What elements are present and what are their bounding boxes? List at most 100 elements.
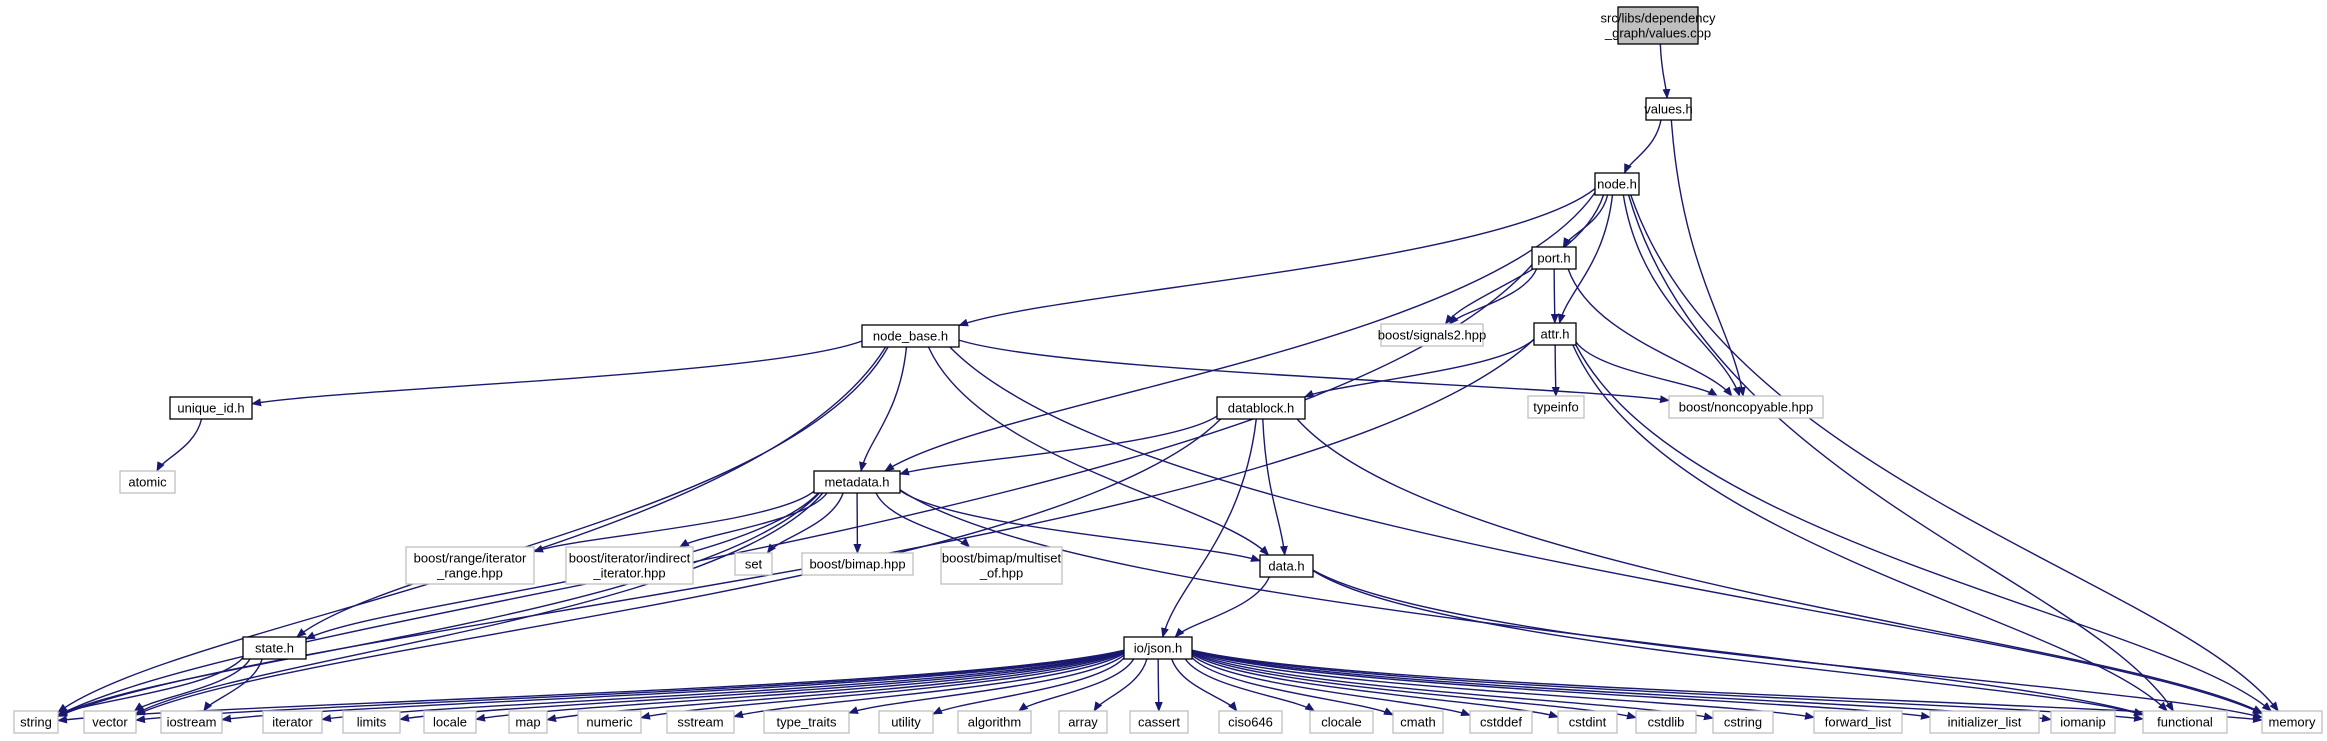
node-cstring: cstring: [1712, 710, 1774, 734]
edge-json_h-to-cmath: [1191, 657, 1394, 716]
edge-root-to-values_h: [1659, 43, 1671, 99]
edge-datablock_h-to-vector: [135, 418, 1222, 716]
edge-metadata_h-to-state_h: [305, 492, 819, 640]
edge-data_h-to-functional: [1312, 570, 2144, 717]
edge-json_h-to-vector: [135, 649, 1125, 724]
node-typeinfo: typeinfo: [1527, 395, 1585, 419]
edge-json_h-to-array: [1093, 658, 1148, 712]
node-label: cmath: [1400, 715, 1435, 730]
node-label: memory: [2269, 715, 2316, 730]
edge-port_h-to-string: [57, 264, 1533, 716]
edge-json_h-to-algorithm: [1018, 658, 1135, 712]
edge-data_h-to-json_h: [1174, 576, 1270, 638]
node-label: values.h: [1644, 102, 1692, 117]
node-node-h[interactable]: node.h: [1594, 172, 1640, 196]
edge-node_h-to-memory: [1630, 194, 2279, 712]
node-box: [1259, 554, 1314, 578]
node-label: metadata.h: [824, 475, 889, 490]
node-noncopyable: boost/noncopyable.hpp: [1668, 395, 1824, 419]
edge-values_h-to-node_h: [1623, 119, 1662, 174]
node-label: attr.h: [1541, 327, 1570, 342]
node-box: [2142, 710, 2228, 734]
node-label: cstring: [1724, 715, 1762, 730]
node-label: data.h: [1268, 559, 1304, 574]
edge-node_h-to-metadata_h: [884, 192, 1596, 472]
node-values-h[interactable]: values.h: [1644, 97, 1693, 121]
node-attr-h[interactable]: attr.h: [1533, 322, 1577, 346]
node-data-h[interactable]: data.h: [1259, 554, 1314, 578]
node-initializer-list: initializer_list: [1929, 710, 2040, 734]
edge-metadata_h-to-data_h: [899, 489, 1261, 562]
node-atomic: atomic: [119, 470, 176, 494]
node-cstddef: cstddef: [1469, 710, 1533, 734]
node-label: iostream: [167, 715, 217, 730]
edge-state_h-to-string: [57, 657, 244, 716]
node-unique-id-h[interactable]: unique_id.h: [169, 396, 253, 420]
edge-datablock_h-to-data_h: [1262, 418, 1288, 556]
node-box: [763, 710, 850, 734]
node-box: [940, 546, 1063, 585]
node-box: [861, 324, 960, 348]
node-state-h[interactable]: state.h: [242, 636, 307, 660]
node-box: [1216, 396, 1306, 420]
edge-metadata_h-to-string: [57, 492, 820, 717]
node-label: node.h: [1597, 177, 1637, 192]
node-json-h[interactable]: io/json.h: [1123, 636, 1193, 660]
node-label: typeinfo: [1533, 400, 1579, 415]
node-label: _iterator.hpp: [592, 566, 665, 581]
edge-attr_h-to-datablock_h: [1303, 338, 1535, 398]
node-label: port.h: [1537, 251, 1570, 266]
node-datablock-h[interactable]: datablock.h: [1216, 396, 1306, 420]
node-string: string: [13, 710, 59, 734]
edge-attr_h-to-memory: [1575, 344, 2272, 712]
node-vector: vector: [83, 710, 137, 734]
edge-json_h-to-ciso646: [1171, 658, 1238, 712]
edge-json_h-to-utility: [932, 657, 1125, 715]
node-node-base-h[interactable]: node_base.h: [861, 324, 960, 348]
node-box: [508, 710, 548, 734]
node-label: cstdint: [1569, 715, 1607, 730]
node-box: [1617, 6, 1699, 45]
node-algorithm: algorithm: [957, 710, 1032, 734]
node-cstdint: cstdint: [1557, 710, 1618, 734]
node-port-h[interactable]: port.h: [1531, 246, 1577, 270]
node-utility: utility: [878, 710, 934, 734]
edge-datablock_h-to-json_h: [1161, 418, 1257, 638]
node-box: [1557, 710, 1618, 734]
node-label: utility: [891, 715, 921, 730]
edge-json_h-to-functional: [1191, 649, 2144, 722]
node-iter-range: boost/range/iterator_range.hpp: [405, 546, 535, 585]
node-functional: functional: [2142, 710, 2228, 734]
node-label: ciso646: [1228, 715, 1273, 730]
edge-metadata_h-to-vector: [135, 492, 824, 715]
node-label: iomanip: [2060, 715, 2106, 730]
node-box: [160, 710, 223, 734]
edge-node_base_h-to-unique_id_h: [251, 340, 863, 407]
node-box: [1123, 636, 1193, 660]
node-label: clocale: [1321, 715, 1361, 730]
node-box: [83, 710, 137, 734]
node-label: limits: [357, 715, 387, 730]
edge-attr_h-to-string: [57, 338, 1535, 718]
edge-node_h-to-signals2: [1444, 194, 1605, 325]
edge-node_base_h-to-data_h: [927, 346, 1270, 556]
edge-metadata_h-to-iter_range: [533, 490, 815, 553]
node-signals2: boost/signals2.hpp: [1378, 323, 1486, 347]
node-metadata-h[interactable]: metadata.h: [813, 470, 901, 494]
node-label: cstddef: [1480, 715, 1522, 730]
edge-json_h-to-type_traits: [848, 654, 1125, 714]
node-box: [1668, 395, 1824, 419]
node-label: boost/noncopyable.hpp: [1679, 400, 1813, 415]
edge-node_h-to-noncopyable: [1622, 194, 1741, 397]
edge-values_h-to-noncopyable: [1670, 119, 1746, 397]
node-forward-list: forward_list: [1813, 710, 1903, 734]
node-label: map: [515, 715, 540, 730]
node-box: [119, 470, 176, 494]
node-ciso646: ciso646: [1218, 710, 1283, 734]
edge-state_h-to-iostream: [203, 658, 263, 712]
node-box: [342, 710, 401, 734]
node-box: [262, 710, 323, 734]
edge-json_h-to-sstream: [733, 652, 1125, 719]
edge-datablock_h-to-metadata_h: [899, 415, 1218, 476]
